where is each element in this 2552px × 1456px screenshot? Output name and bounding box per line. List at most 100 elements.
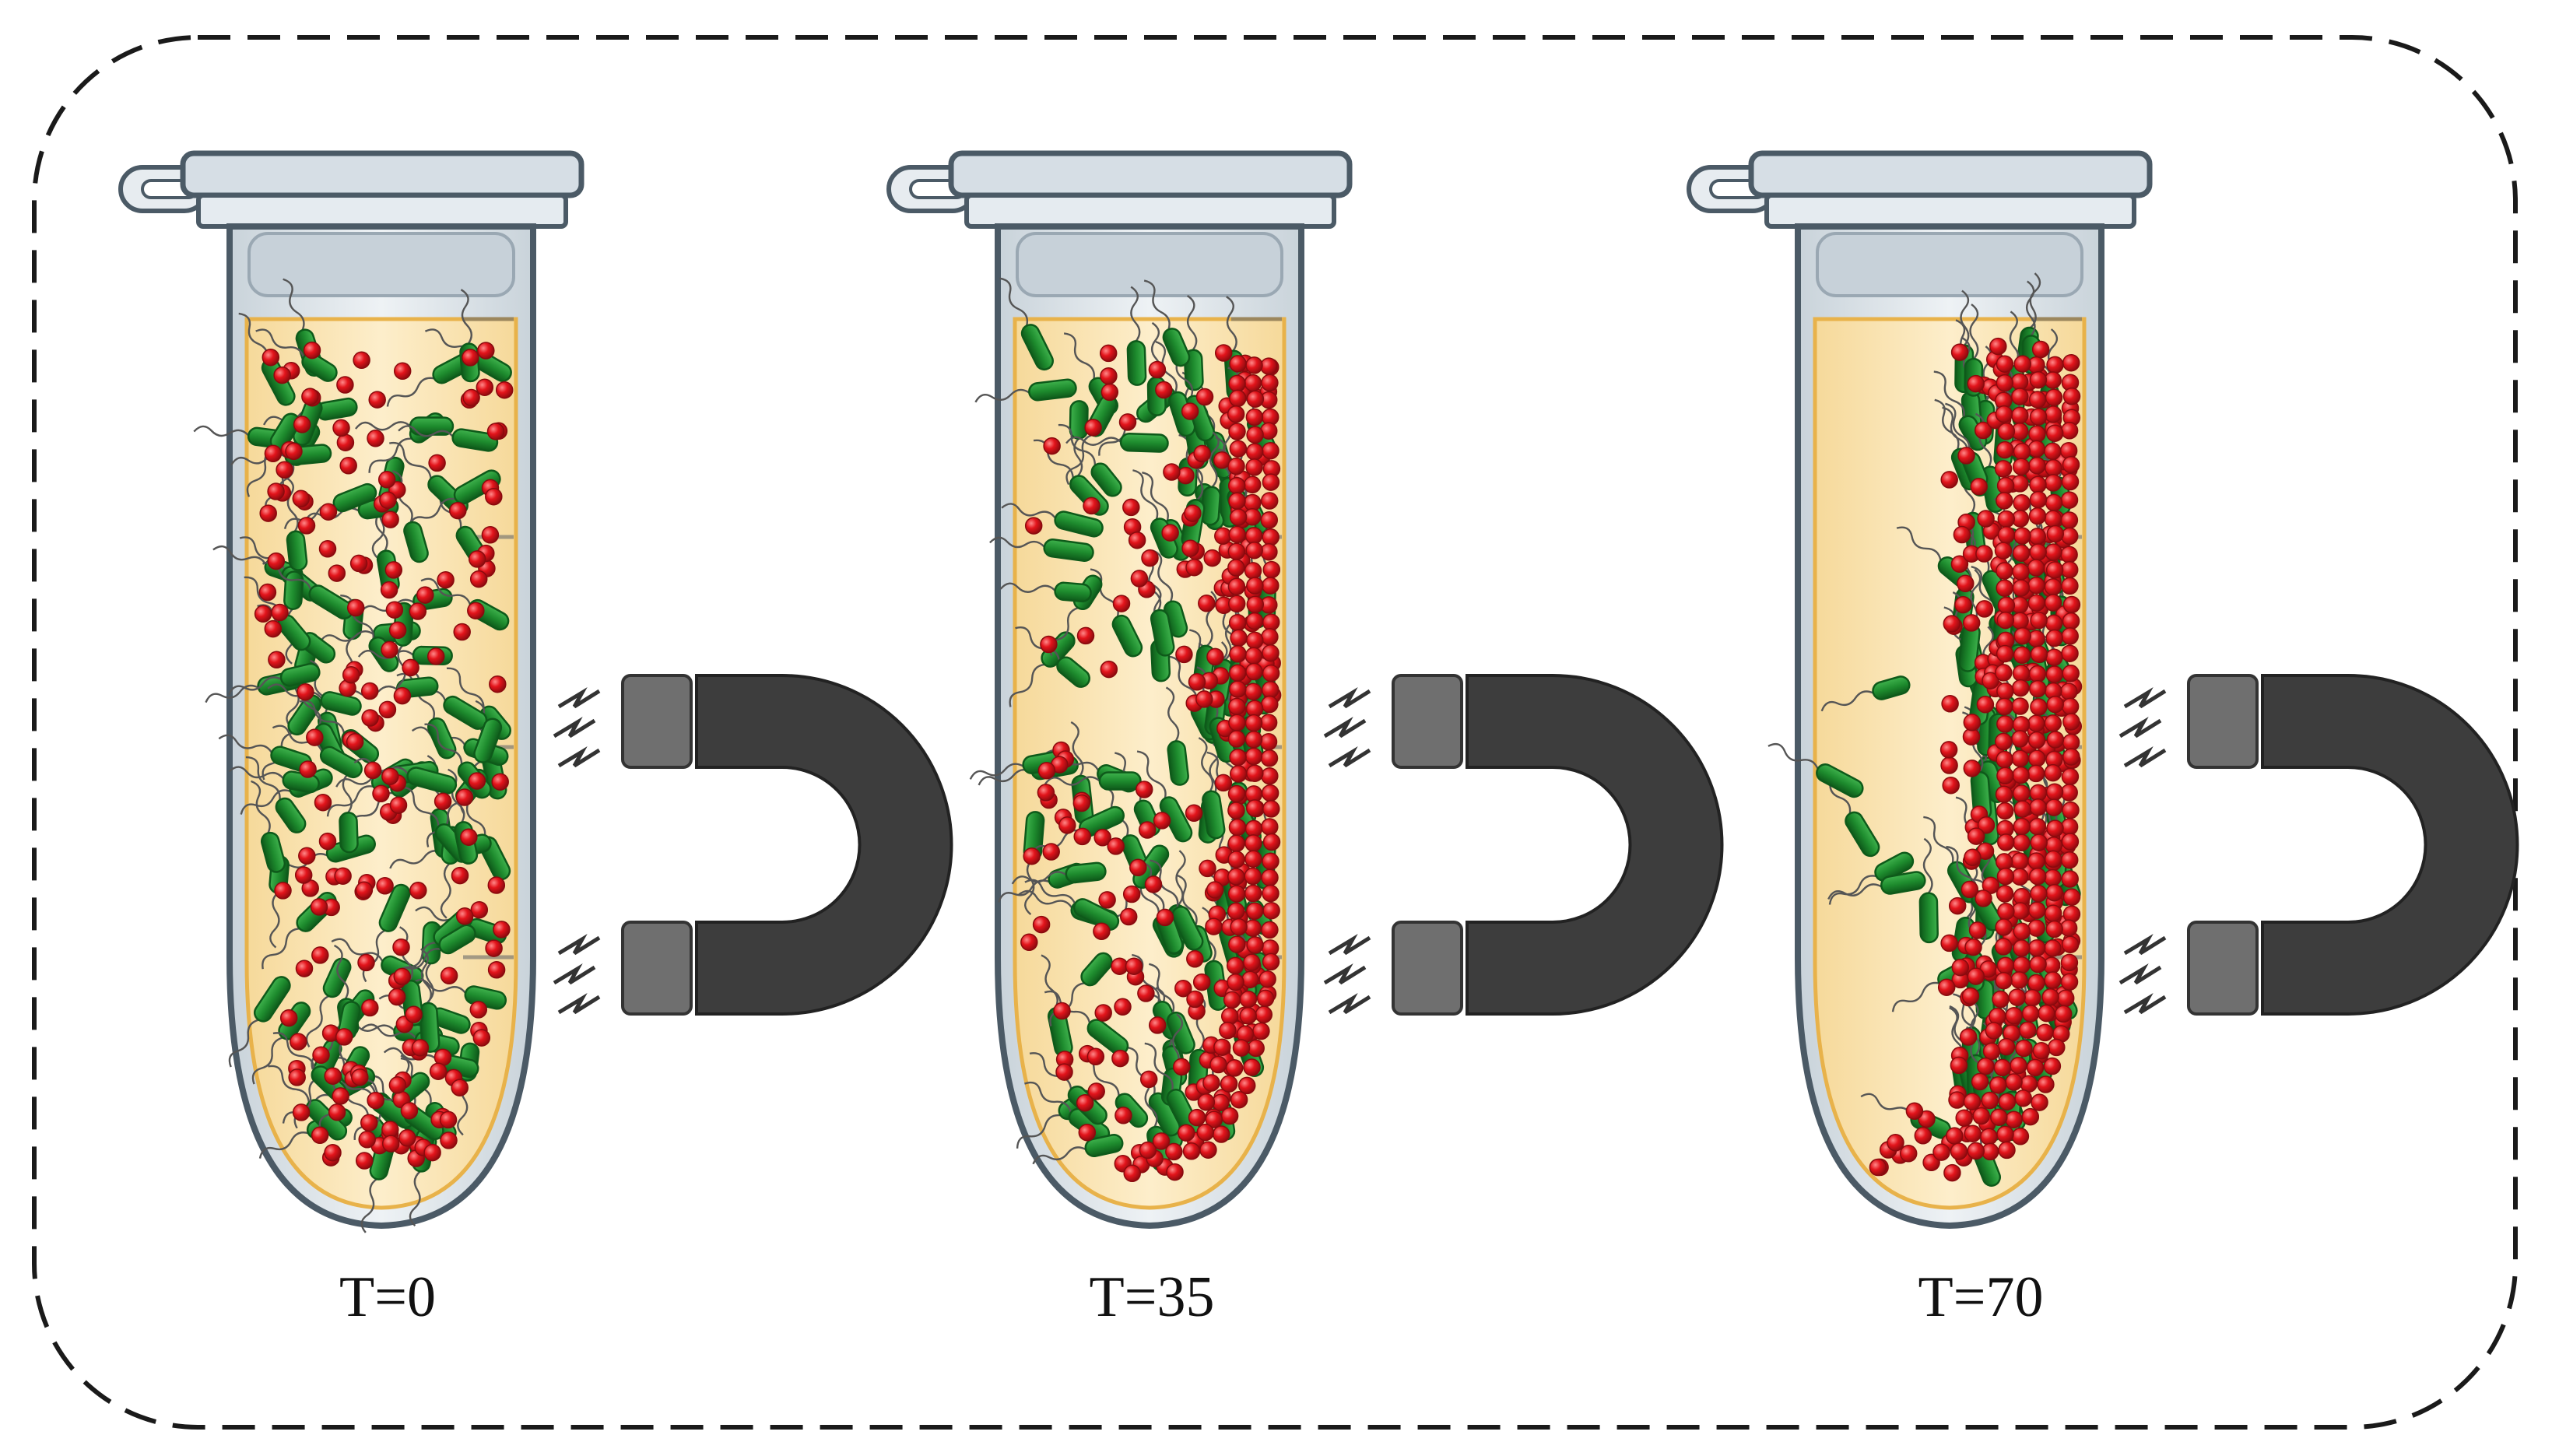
magnetic-particle xyxy=(298,847,316,865)
magnet-pole-bottom xyxy=(621,921,693,1016)
bacterium-body xyxy=(1119,433,1169,453)
magnetic-particle xyxy=(1243,475,1262,494)
magnetic-particle xyxy=(1937,978,1956,996)
flagellum xyxy=(1820,690,1874,712)
bacterium-body xyxy=(1872,675,1911,700)
magnetic-particle xyxy=(2037,1075,2055,1093)
magnetic-particle xyxy=(2011,1128,2030,1146)
magnetic-particle xyxy=(1094,1004,1112,1022)
magnetic-particle xyxy=(1940,756,1958,774)
magnetic-particle xyxy=(2012,664,2031,682)
magnetic-particle xyxy=(1205,917,1223,935)
magnetic-particle xyxy=(2028,528,2047,546)
magnetic-particle xyxy=(2061,472,2080,491)
magnetic-particle xyxy=(2012,544,2031,562)
bacterium-body xyxy=(1054,581,1092,603)
magnetic-particle xyxy=(393,686,412,705)
magnetic-particle xyxy=(2062,801,2080,819)
magnetic-particle xyxy=(1246,595,1265,614)
flagellum xyxy=(1015,626,1061,661)
magnetic-particle xyxy=(1228,697,1246,716)
magnetic-particle xyxy=(1977,1057,1995,1075)
magnetic-particle xyxy=(1076,1093,1094,1112)
flagellum xyxy=(205,684,259,703)
magnetic-particle xyxy=(1997,903,2015,921)
flagellum xyxy=(268,1065,311,1103)
magnetic-particle xyxy=(1245,356,1263,374)
bacterium xyxy=(1767,742,1864,798)
flagellum xyxy=(1041,954,1058,1009)
magnetic-particle xyxy=(381,640,398,659)
magnetic-particle xyxy=(468,772,486,790)
magnetic-particle xyxy=(1166,1163,1184,1181)
magnetic-particle xyxy=(1100,367,1118,385)
magnetic-particle xyxy=(2031,1093,2048,1111)
magnet-body xyxy=(1466,674,1724,1016)
flagellum xyxy=(251,780,271,833)
magnetic-particle xyxy=(1244,527,1263,545)
bacterium-body xyxy=(1069,400,1089,440)
bacterium-body xyxy=(1020,324,1054,371)
magnetic-particle xyxy=(1037,761,1056,780)
magnetic-particle xyxy=(1961,987,1980,1005)
magnetic-particle xyxy=(2030,698,2048,716)
magnetic-particle xyxy=(1262,833,1281,851)
magnetic-particle xyxy=(346,733,364,751)
flagellum xyxy=(1934,398,1960,450)
magnetic-particle xyxy=(1195,388,1214,406)
magnetic-particle xyxy=(472,1029,491,1047)
magnetic-particle xyxy=(1202,1074,1220,1092)
magnetic-particle xyxy=(2045,883,2063,902)
magnetic-particle xyxy=(2012,458,2031,476)
magnetic-particle xyxy=(1228,935,1246,953)
magnetic-particle xyxy=(493,921,511,939)
magnetic-particle xyxy=(1989,337,2007,356)
magnetic-particle xyxy=(1261,695,1279,714)
magnetic-particle xyxy=(1177,1124,1195,1142)
magnetic-particle xyxy=(1996,867,2015,886)
flagellum xyxy=(1065,436,1122,446)
magnetic-particle xyxy=(1198,595,1216,612)
magnetic-particle xyxy=(1961,880,1979,899)
bacterium-body xyxy=(406,767,458,795)
magnetic-particle xyxy=(1237,1076,1256,1095)
magnetic-particle xyxy=(1186,950,1204,968)
magnetic-particle xyxy=(2060,491,2079,509)
magnetic-particle xyxy=(1954,595,1972,614)
magnetic-particle xyxy=(1229,680,1247,698)
magnetic-particle xyxy=(1137,984,1155,1002)
bacterium xyxy=(989,536,1094,563)
magnetic-particle xyxy=(2021,1107,2040,1126)
flagellum xyxy=(424,723,463,765)
magnetic-particle xyxy=(2012,563,2030,581)
magnetic-particle xyxy=(428,454,446,472)
magnetic-particle xyxy=(1123,1164,1141,1183)
magnetic-particle xyxy=(292,1103,311,1121)
bacterium-body xyxy=(1054,510,1104,538)
magnetic-particle xyxy=(1199,859,1216,878)
flagellum xyxy=(974,388,1030,403)
flagellum xyxy=(1923,816,1954,864)
magnet-pole-top xyxy=(1392,674,1463,769)
magnetic-particle xyxy=(312,1046,330,1065)
magnetic-particle xyxy=(2062,748,2080,766)
horseshoe-magnet-icon xyxy=(1392,674,1724,1016)
magnetic-particle xyxy=(437,570,455,589)
magnetic-particle xyxy=(1227,476,1246,495)
magnetic-particle xyxy=(1185,558,1203,577)
flagellum xyxy=(318,630,375,644)
magnetic-particle xyxy=(1992,990,2010,1009)
magnetic-particle xyxy=(1997,526,2016,544)
magnetic-particle xyxy=(1139,1070,1158,1089)
magnetic-particle xyxy=(2030,611,2048,630)
magnetic-particle xyxy=(339,457,357,475)
magnet-pole-top xyxy=(621,674,693,769)
magnetic-particle xyxy=(1174,979,1192,998)
magnetic-particle xyxy=(1107,837,1125,855)
magnetic-particle xyxy=(1261,628,1279,646)
magnetic-particle xyxy=(1161,524,1179,542)
magnetic-particle xyxy=(2048,1038,2066,1057)
magnetic-particle xyxy=(2028,867,2047,886)
flagellum xyxy=(333,944,349,1000)
magnetic-particle xyxy=(1078,1123,1097,1142)
